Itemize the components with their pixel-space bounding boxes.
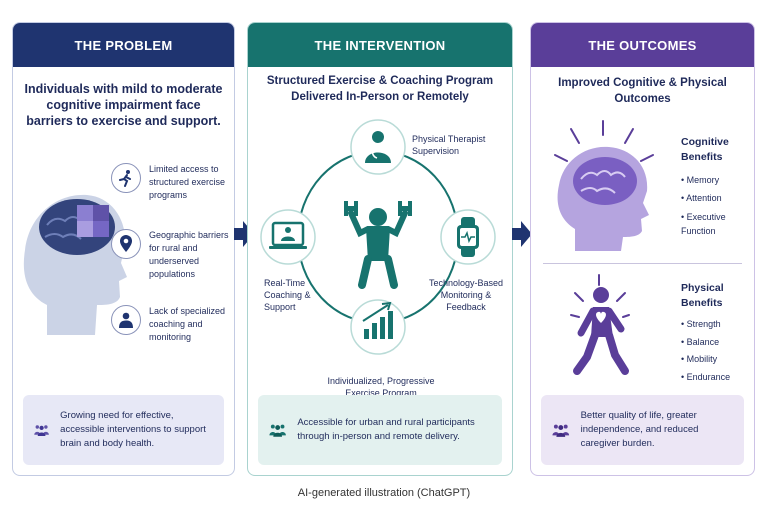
intervention-panel: THE INTERVENTION Structured Exercise & C… [247,22,513,476]
walking-person-heart-icon [570,274,630,375]
physical-benefits-list: Strength Balance Mobility Endurance [681,319,731,390]
running-person-icon [111,163,141,193]
people-group-icon [552,424,570,437]
outcomes-header: THE OUTCOMES [531,23,754,67]
progress-chart-icon [350,299,406,355]
outcomes-divider [543,263,742,264]
barrier-item: Lack of specialized coaching and monitor… [111,305,233,344]
program-label: Individualized, Progressive Exercise Pro… [327,376,435,398]
brain-puzzle-head-icon [23,194,127,335]
outcomes-summary-box: Better quality of life, greater independ… [541,395,744,465]
laptop-coaching-icon [260,209,316,265]
barrier-item: Geographic barriers for rural and unders… [111,229,233,281]
coach-person-icon [111,305,141,335]
physical-benefits-title: Physical Benefits [681,282,724,309]
barrier-text: Lack of specialized coaching and monitor… [149,306,226,342]
list-item: Balance [681,337,730,355]
people-group-icon [34,425,49,437]
barrier-text: Limited access to structured exercise pr… [149,164,226,200]
list-item: Attention [681,193,741,211]
intervention-summary-box: Accessible for urban and rural participa… [258,395,502,465]
head-brain-glow-icon [554,120,654,251]
outcomes-summary-text: Better quality of life, greater independ… [580,410,699,449]
monitoring-label: Technology-Based Monitoring & Feedback [428,278,504,312]
flow-arrow-icon [512,221,532,247]
list-item: Strength [681,319,730,337]
intervention-cycle-diagram [260,119,496,355]
coaching-label: Real-Time Coaching & Support [264,278,311,312]
barrier-text: Geographic barriers for rural and unders… [149,230,229,279]
flow-arrow-icon [234,221,254,247]
problem-title: Individuals with mild to moderate cognit… [24,82,223,128]
intervention-title: Structured Exercise & Coaching Program D… [266,75,494,103]
list-item: Memory [681,175,741,193]
people-group-icon [269,424,286,437]
list-item: Executive Function [681,210,741,238]
intervention-header: THE INTERVENTION [248,23,512,67]
physical-therapist-icon [350,119,406,175]
list-item: Mobility [681,354,730,372]
smartwatch-monitoring-icon [440,209,496,265]
cognitive-benefits-title: Cognitive Benefits [681,136,729,163]
problem-header: THE PROBLEM [13,23,234,67]
problem-summary-box: Growing need for effective, accessible i… [23,395,224,465]
problem-panel: THE PROBLEM Individuals with mild to mod… [12,22,235,476]
cognitive-benefits-list: Memory Attention Executive Function [681,175,741,238]
list-item: Endurance [681,372,731,390]
image-caption: AI-generated illustration (ChatGPT) [297,487,471,499]
outcomes-title: Improved Cognitive & Physical Outcomes [558,77,727,105]
person-lifting-dumbbells-icon [344,201,412,289]
problem-summary-text: Growing need for effective, accessible i… [60,410,206,449]
outcomes-panel: THE OUTCOMES Improved Cognitive & Physic… [530,22,755,476]
intervention-summary-text: Accessible for urban and rural participa… [297,417,475,442]
location-pin-icon [111,229,141,259]
barrier-item: Limited access to structured exercise pr… [111,163,233,202]
therapist-label: Physical Therapist Supervision [412,134,486,156]
